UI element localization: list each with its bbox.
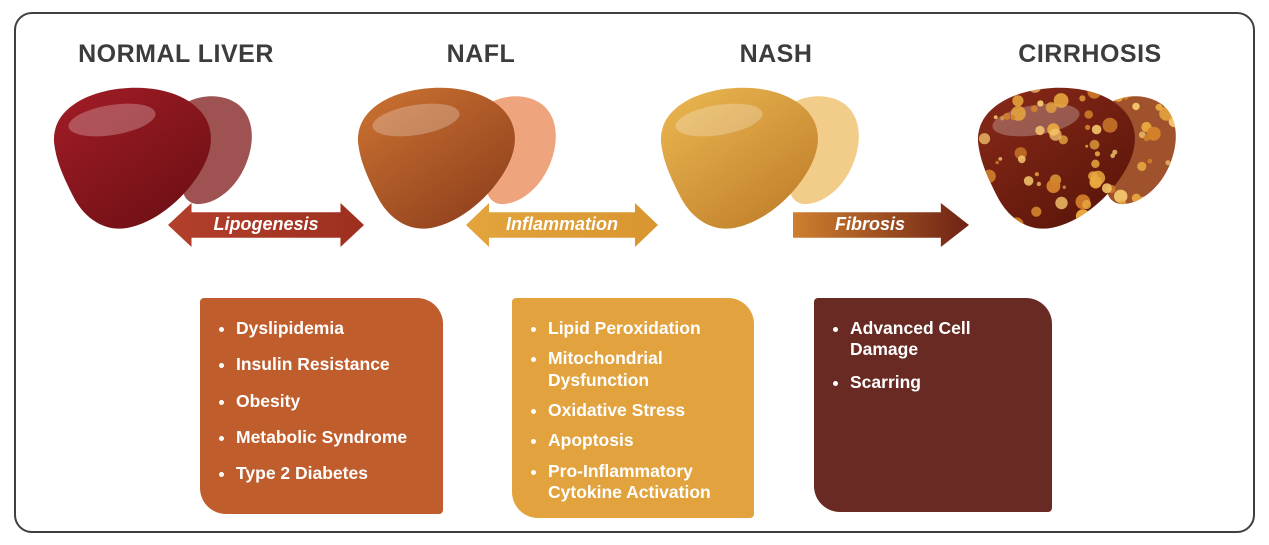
stage-title-nash: NASH: [739, 40, 813, 68]
list-item-text: Apoptosis: [548, 430, 634, 451]
list-item-text: Oxidative Stress: [548, 400, 686, 421]
nafl-risk-factors-box: Dyslipidemia Insulin Resistance Obesity …: [200, 298, 443, 514]
stage-title-cirrhosis: CIRRHOSIS: [1018, 40, 1162, 68]
list-item: Dyslipidemia: [236, 318, 429, 339]
nash-liver-illustration: [655, 78, 865, 248]
list-item: Lipid Peroxidation: [548, 318, 740, 339]
list-item-text: Insulin Resistance: [236, 354, 390, 375]
nash-mechanisms-list: Lipid Peroxidation Mitochondrial Dysfunc…: [528, 318, 740, 503]
fibrosis-arrow: Fibrosis: [793, 203, 969, 247]
list-item-text: Scarring: [850, 371, 921, 392]
list-item: Metabolic Syndrome: [236, 427, 429, 448]
inflammation-arrow-label: Inflammation: [505, 214, 618, 234]
list-item: Advanced Cell Damage: [850, 318, 1038, 361]
lipogenesis-arrow-label: Lipogenesis: [213, 214, 319, 234]
list-item-text: Advanced Cell Damage: [850, 318, 971, 360]
cirrhosis-effects-box: Advanced Cell Damage Scarring: [814, 298, 1052, 512]
list-item-text: Dyslipidemia: [236, 318, 344, 338]
nafl-liver-illustration: [352, 78, 562, 248]
fibrosis-arrow-label: Fibrosis: [834, 214, 905, 234]
nash-mechanisms-box: Lipid Peroxidation Mitochondrial Dysfunc…: [512, 298, 754, 518]
list-item-text: Obesity: [236, 390, 301, 411]
list-item: Type 2 Diabetes: [236, 463, 429, 484]
list-item: Obesity: [236, 391, 429, 412]
list-item-text: Mitochondrial Dysfunction: [548, 348, 663, 390]
list-item: Oxidative Stress: [548, 400, 740, 421]
cirrhosis-effects-list: Advanced Cell Damage Scarring: [830, 318, 1038, 393]
list-item-text: Lipid Peroxidation: [548, 318, 701, 338]
normal-liver-illustration: [48, 78, 258, 248]
list-item-text: Type 2 Diabetes: [236, 463, 368, 484]
list-item: Apoptosis: [548, 430, 740, 451]
list-item: Scarring: [850, 372, 1038, 393]
lipogenesis-arrow: Lipogenesis: [168, 203, 364, 247]
list-item-text: Metabolic Syndrome: [236, 427, 408, 448]
list-item: Pro-Inflammatory Cytokine Activation: [548, 461, 740, 504]
list-item: Insulin Resistance: [236, 354, 429, 375]
stage-title-normal-liver: NORMAL LIVER: [78, 40, 274, 68]
list-item-text: Pro-Inflammatory Cytokine Activation: [548, 460, 711, 503]
cirrhosis-liver-illustration: [972, 78, 1182, 248]
inflammation-arrow: Inflammation: [466, 203, 658, 247]
stage-title-nafl: NAFL: [446, 40, 516, 68]
nafl-risk-factors-list: Dyslipidemia Insulin Resistance Obesity …: [216, 318, 429, 485]
list-item: Mitochondrial Dysfunction: [548, 348, 740, 391]
